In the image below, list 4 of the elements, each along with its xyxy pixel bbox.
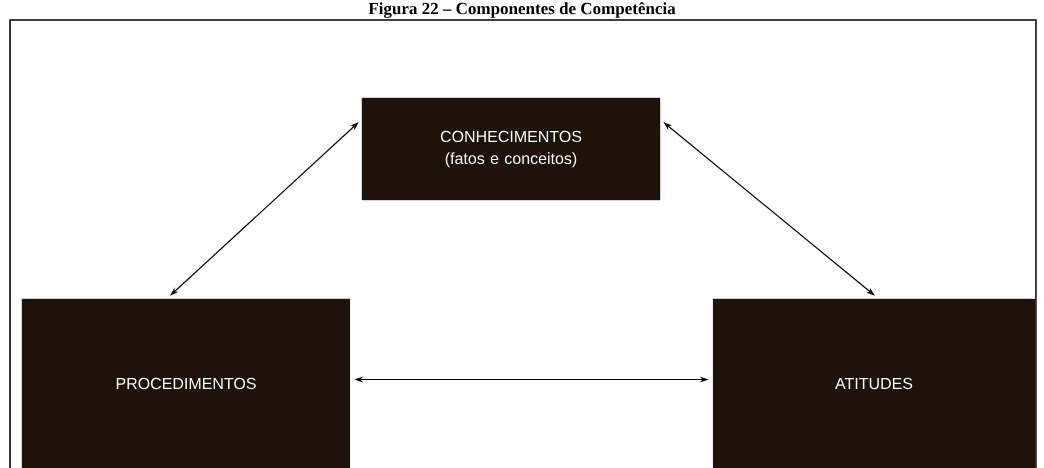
concept-box: PROCEDIMENTOS [21, 298, 351, 468]
title: Figura 22 – Componentes de Competência [368, 2, 676, 18]
concept-box: CONHECIMENTOS (fatos e conceitos) [361, 97, 661, 201]
concept-box: ATITUDES [712, 298, 1036, 468]
